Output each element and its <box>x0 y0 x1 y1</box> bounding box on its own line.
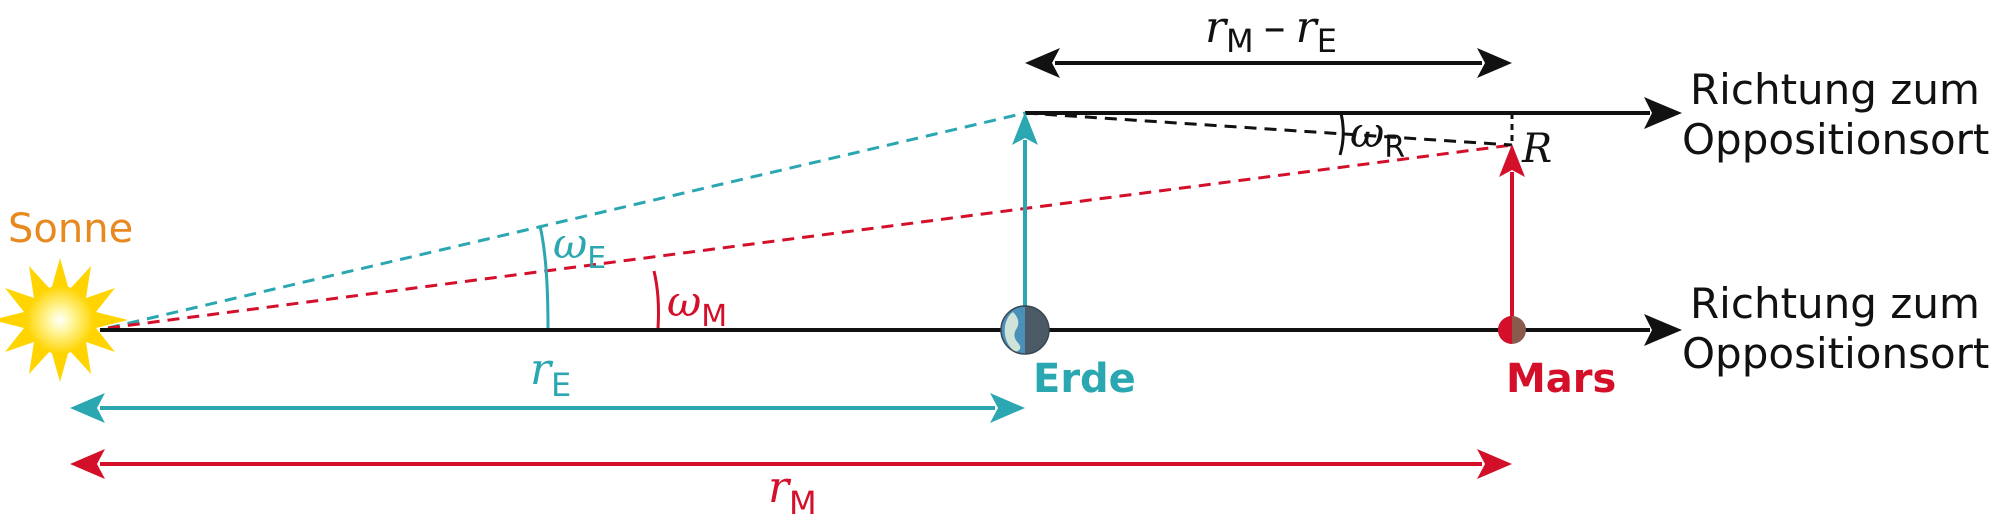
rE-label: rE <box>530 344 571 404</box>
rM-minus-rE-label: rM–rE <box>1205 2 1337 60</box>
rE-arrowhead-left <box>70 393 105 423</box>
mars-icon <box>1498 316 1526 344</box>
direction-top-line2: Oppositionsort <box>1682 115 1989 164</box>
sun-icon <box>0 258 128 382</box>
rM-arrowhead-left <box>70 449 105 479</box>
omega-R-label: ωR <box>1350 108 1405 165</box>
sun-earth-sightline <box>107 111 1026 330</box>
direction-top-line1: Richtung zum <box>1690 65 1980 114</box>
direction-bottom-line1: Richtung zum <box>1690 279 1980 328</box>
omega-M-label: ωM <box>667 277 727 334</box>
direction-bottom-line2: Oppositionsort <box>1682 329 1989 378</box>
rM-minus-rE-arrowhead-left <box>1025 48 1060 78</box>
erde-label: Erde <box>1033 356 1136 402</box>
sonne-label: Sonne <box>8 206 133 252</box>
omega-E-arc <box>538 225 550 329</box>
rE-arrowhead-right <box>990 393 1025 423</box>
omega-M-arc <box>652 270 660 329</box>
rM-arrowhead-right <box>1477 449 1512 479</box>
R-label: R <box>1521 126 1552 172</box>
mars-vertical-arrowhead <box>1499 144 1525 177</box>
earth-mars-sightline <box>1024 111 1513 147</box>
earth-icon <box>1000 305 1050 355</box>
top-direction-arrowhead <box>1644 97 1682 129</box>
rM-label: rM <box>768 462 817 522</box>
earth-vertical-arrowhead <box>1012 112 1038 145</box>
omega-R-arc <box>1338 112 1345 156</box>
sun-mars-sightline <box>107 143 1513 330</box>
mars-label: Mars <box>1506 356 1616 402</box>
omega-E-label: ωE <box>553 219 606 276</box>
rM-minus-rE-arrowhead-right <box>1477 48 1512 78</box>
baseline-arrowhead <box>1644 314 1682 346</box>
